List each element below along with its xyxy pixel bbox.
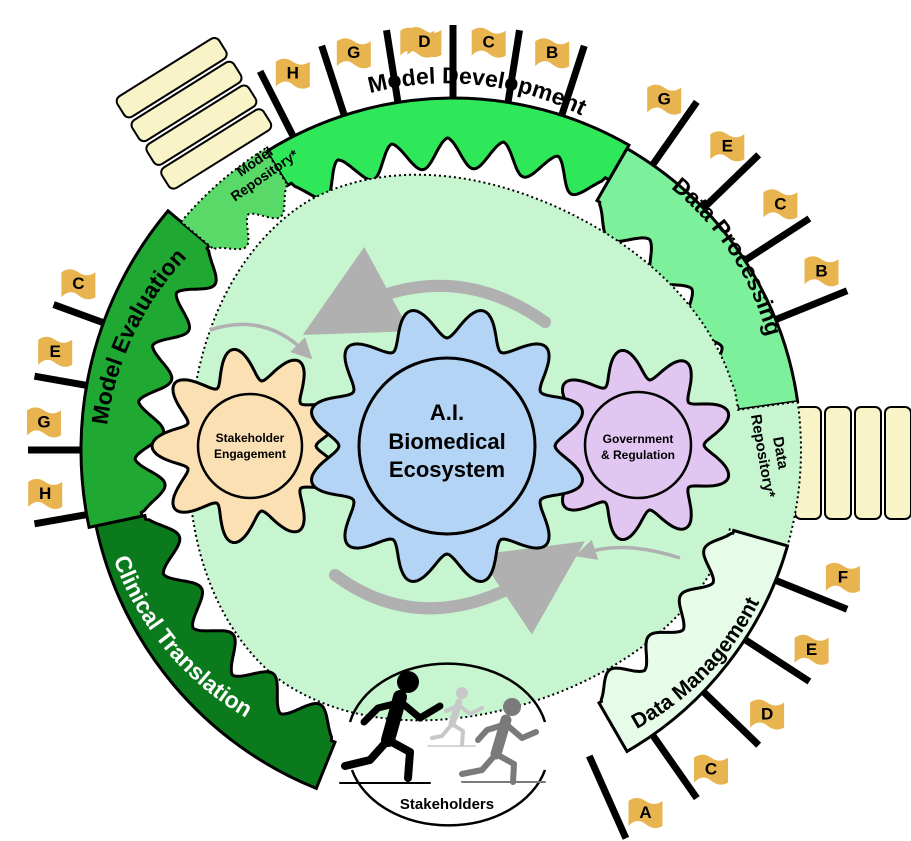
flag-letter: F	[838, 568, 848, 587]
stakeholders-group: Stakeholders	[339, 662, 547, 827]
flag-letter: D	[761, 705, 773, 724]
data-repository-stack	[794, 406, 911, 520]
gear-left-line1: Stakeholder	[216, 431, 285, 445]
ring-segment-clinical-translation	[94, 513, 337, 791]
flag-letter: G	[347, 43, 360, 62]
rotation-arrow-top	[302, 246, 551, 335]
flag-upper_right-3: B	[762, 256, 849, 328]
runner-black-icon	[339, 671, 444, 784]
ring-segment-model-evaluation	[79, 208, 218, 530]
flag-letter: H	[287, 64, 299, 83]
flag-lower_right-1: E	[732, 629, 829, 685]
rotation-arrow-bottom	[329, 541, 585, 635]
flag-letter: C	[705, 760, 717, 779]
flag-letter: G	[658, 90, 671, 109]
flag-letter: D	[418, 32, 430, 51]
ring-segment-model-repository	[179, 147, 290, 251]
gear-center-line3: Ecosystem	[389, 457, 505, 482]
gear-left-line2: Engagement	[214, 447, 286, 461]
gear-right-line1: Government	[603, 432, 674, 446]
gear-left-hub	[196, 392, 304, 500]
ring-segment-model-development	[264, 96, 632, 201]
runner-light-gray-icon	[427, 687, 484, 747]
flag-lower_right-2: D	[691, 680, 785, 748]
gear-center-line2: Biomedical	[388, 429, 505, 454]
flag-letter: E	[722, 136, 733, 155]
flag-letter: C	[483, 33, 495, 52]
gear-center-hub	[357, 356, 537, 536]
flag-lower_right-3: C	[642, 722, 728, 801]
flag-letter: B	[815, 261, 827, 280]
model-repository-stack	[115, 36, 273, 190]
flag-letter: H	[39, 484, 51, 503]
flag-lower_right-4: A	[586, 754, 663, 840]
stakeholders-label: Stakeholders	[400, 796, 494, 813]
ring-segment-data-management	[596, 528, 790, 754]
gear-right-line2: & Regulation	[601, 448, 675, 462]
gear-center-line1: A.I.	[430, 400, 464, 425]
flag-letter: E	[50, 342, 61, 361]
flag-letter: E	[806, 640, 817, 659]
flag-upper_right-0: G	[642, 84, 700, 178]
arrow-right-small	[575, 539, 681, 560]
flag-letter: C	[774, 194, 786, 213]
svg-text:Data: Data	[769, 435, 792, 471]
gear-ai-biomedical-ecosystem	[309, 308, 585, 584]
arrow-left-small	[209, 322, 313, 360]
gear-right-hub	[583, 390, 693, 500]
flag-letter: B	[546, 43, 558, 62]
flag-letter: C	[72, 274, 84, 293]
flag-letter: A	[639, 803, 651, 822]
flag-letter: G	[37, 412, 50, 431]
gear-stakeholder-engagement	[150, 348, 345, 544]
flag-upper_right-1: E	[691, 131, 762, 220]
flag-lower_right-0: F	[762, 562, 860, 613]
runner-gray-icon	[459, 698, 546, 785]
flag-upper_right-2: C	[732, 189, 812, 271]
